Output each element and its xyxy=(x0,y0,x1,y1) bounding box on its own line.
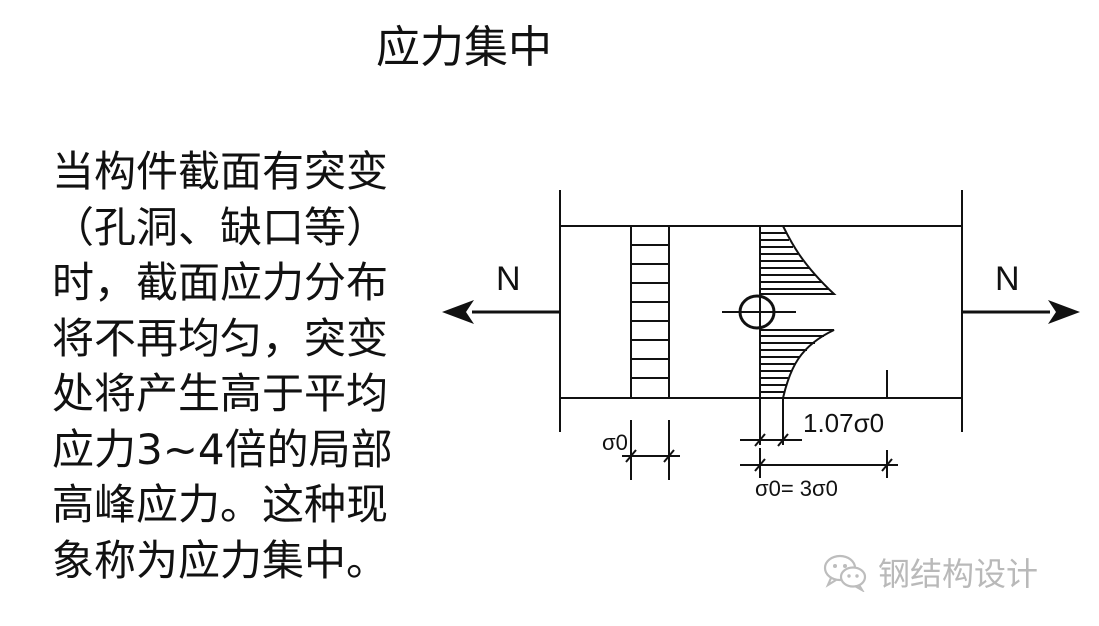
paragraph-line: 处将产生高于平均 xyxy=(52,369,389,418)
page-title: 应力集中 xyxy=(376,22,552,73)
watermark: 钢结构设计 xyxy=(822,550,1038,594)
paragraph-line: 时，截面应力分布 xyxy=(52,258,389,307)
left-force-label: N xyxy=(496,260,521,298)
max-stress-dimension xyxy=(740,448,898,478)
max-stress-label: σ0= 3σ0 xyxy=(755,476,838,501)
watermark-text: 钢结构设计 xyxy=(878,555,1039,593)
paragraph-line: 高峰应力。这种现 xyxy=(52,480,389,529)
uniform-stress-dimension xyxy=(622,420,680,480)
right-force-label: N xyxy=(995,260,1020,298)
min-stress-dimension xyxy=(740,398,802,447)
paragraph-line: 当构件截面有突变 xyxy=(52,147,389,196)
description-paragraph: 当构件截面有突变 （孔洞、缺口等） 时，截面应力分布 将不再均匀，突变 处将产生… xyxy=(52,144,393,588)
paragraph-line: 将不再均匀，突变 xyxy=(52,313,389,363)
wechat-icon xyxy=(823,554,867,592)
left-arrow-head-icon xyxy=(442,300,474,324)
paragraph-line: 象称为应力集中。 xyxy=(52,535,389,585)
min-stress-label: 1.07σ0 xyxy=(803,408,884,438)
paragraph-line: 应力3~4倍的局部 xyxy=(52,424,393,474)
right-arrow-head-icon xyxy=(1048,300,1080,324)
paragraph-line: （孔洞、缺口等） xyxy=(52,202,389,252)
uniform-stress-label: σ0 xyxy=(602,430,628,455)
uniform-stress-block xyxy=(630,225,670,399)
